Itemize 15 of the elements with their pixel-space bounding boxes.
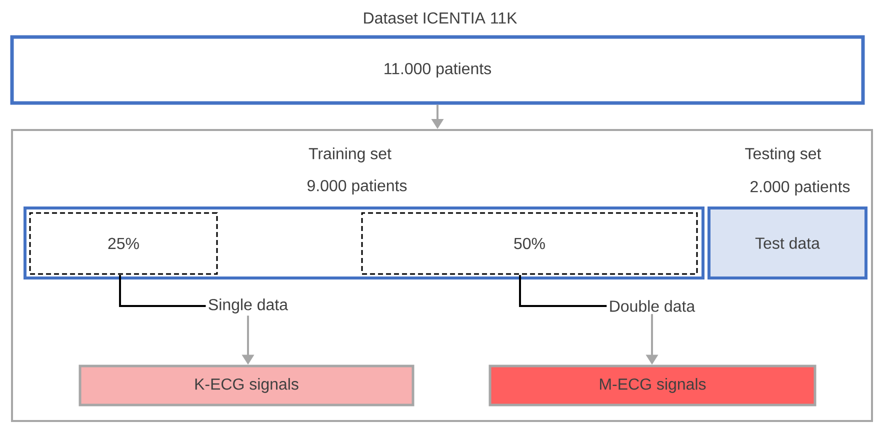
signal-box: K-ECG signals [78,364,414,406]
dashed-box: 50% [361,212,698,275]
test-box: Test data [708,206,868,280]
heading: Dataset ICENTIA 11K [364,12,518,24]
node-text: Single data [208,298,288,314]
heading: 2.000 patients [750,180,850,196]
heading: Testing set [745,148,822,162]
node-text: Double data [610,300,696,312]
leader-line [519,275,607,307]
leader-line [119,275,206,307]
signal-box: M-ECG signals [488,364,816,406]
heading: Training set [308,148,392,162]
dashed-box: 25% [29,212,218,275]
dataset-box: 11.000 patients [10,35,865,105]
heading: 9.000 patients [308,180,407,194]
